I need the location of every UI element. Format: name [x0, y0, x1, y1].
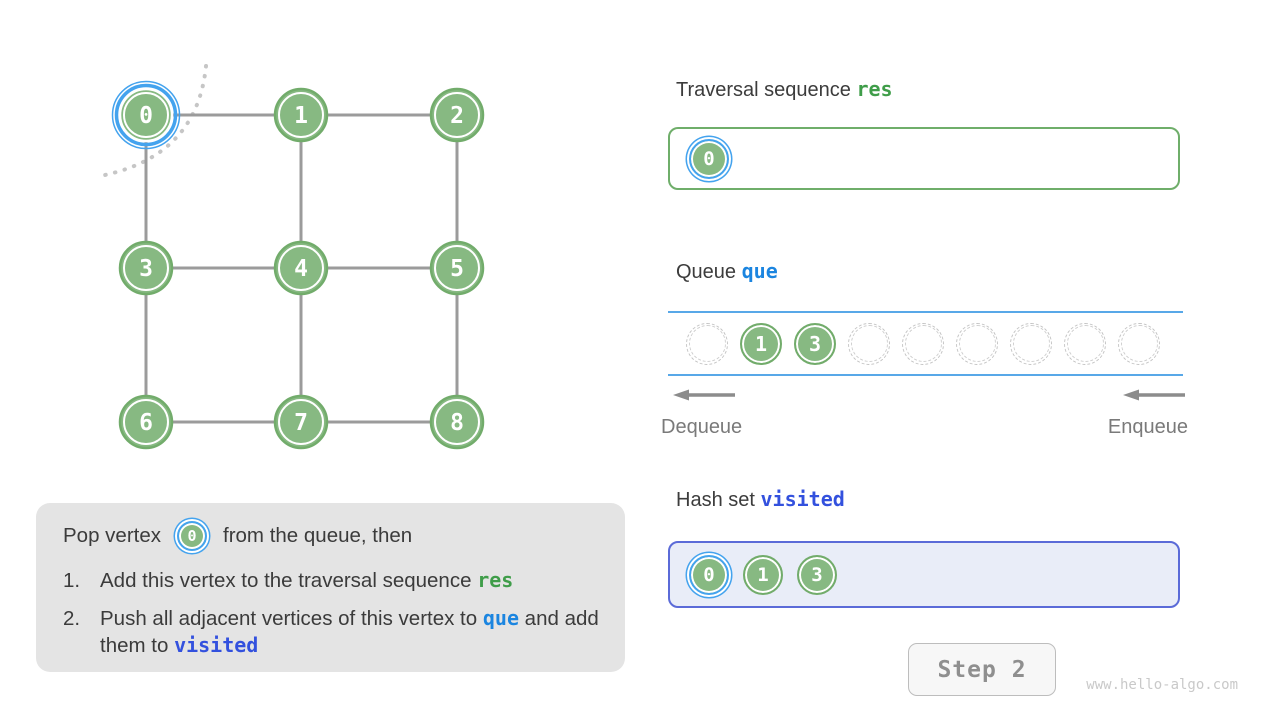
graph-vertex-6: 6 [118, 394, 174, 450]
traversal-sequence-box: 0 [668, 127, 1180, 190]
item2-code-que: que [482, 606, 519, 630]
graph-vertex-label: 0 [139, 103, 153, 129]
visited-title-text: Hash set [676, 489, 755, 511]
step-button[interactable]: Step 2 [908, 643, 1056, 696]
item1-body: Add this vertex to the traversal sequenc… [100, 567, 605, 594]
explanation-line1: Pop vertex 0 from the queue, then [63, 520, 605, 552]
graph-vertex-label: 4 [294, 256, 308, 282]
graph-vertex-8: 8 [429, 394, 485, 450]
item2-number: 2. [63, 607, 81, 630]
item2-text-a: Push all adjacent vertices of this verte… [100, 607, 483, 630]
queue-empty-slot-4 [902, 322, 944, 365]
explanation-list: 1. Add this vertex to the traversal sequ… [63, 567, 605, 659]
dequeue-arrow-icon [673, 389, 735, 401]
queue-arrow-labels: Dequeue Enqueue [661, 416, 1188, 439]
graph-vertex-2: 2 [429, 87, 485, 143]
visited-item-3: 3 [797, 554, 837, 595]
explanation-vertex-0: 0 [177, 521, 207, 551]
graph-vertex-label: 1 [294, 103, 308, 129]
graph-vertex-label: 2 [450, 103, 464, 129]
queue-item-3: 3 [794, 322, 836, 365]
graph-vertex-7: 7 [273, 394, 329, 450]
queue-empty-slot-6 [1010, 322, 1052, 365]
res-section-title: Traversal sequence res [676, 77, 893, 102]
explanation-line1-prefix: Pop vertex [63, 524, 161, 547]
queue-empty-slot-0 [686, 322, 728, 365]
enqueue-arrow-icon [1123, 389, 1185, 401]
graph-vertex-3: 3 [118, 240, 174, 296]
item1-code-res: res [477, 568, 514, 592]
graph-vertices: 0 1 2 3 4 5 6 7 8 [111, 80, 485, 450]
queue-section-title: Queue que [676, 259, 778, 284]
explanation-item-2: 2. Push all adjacent vertices of this ve… [63, 605, 605, 659]
graph-vertex-0: 0 [111, 80, 181, 150]
queue-empty-slot-5 [956, 322, 998, 365]
dequeue-label: Dequeue [661, 416, 743, 438]
queue-title-text: Queue [676, 261, 737, 283]
res-item-0: 0 [689, 138, 729, 179]
queue-item-1: 1 [740, 322, 782, 365]
graph-vertex-4: 4 [273, 240, 329, 296]
queue-empty-slot-7 [1064, 322, 1106, 365]
queue-empty-slot-3 [848, 322, 890, 365]
graph-vertex-label: 5 [450, 256, 464, 282]
enqueue-label: Enqueue [1107, 416, 1188, 438]
graph-vertex-label: 3 [139, 256, 153, 282]
graph-panel: 0 1 2 3 4 5 6 7 8 [98, 64, 485, 450]
explanation-box: Pop vertex 0 from the queue, then 1. Add… [36, 503, 625, 672]
highlight-arc-icon [98, 64, 208, 178]
queue-arrows [661, 388, 1188, 402]
item1-text: Add this vertex to the traversal sequenc… [100, 569, 478, 592]
explanation-line1-suffix: from the queue, then [223, 524, 413, 547]
res-code-label: res [856, 77, 893, 101]
graph-vertex-1: 1 [273, 87, 329, 143]
watermark: www.hello-algo.com [1086, 677, 1238, 693]
visited-item-1: 1 [743, 554, 783, 595]
explanation-item-1: 1. Add this vertex to the traversal sequ… [63, 567, 605, 594]
graph-vertex-label: 7 [294, 410, 308, 436]
queue-empty-slot-8 [1118, 322, 1160, 365]
res-title-text: Traversal sequence [676, 79, 851, 101]
queue-code-label: que [741, 259, 778, 283]
visited-item-0: 0 [689, 554, 729, 595]
item2-body: Push all adjacent vertices of this verte… [100, 605, 605, 659]
visited-code-label: visited [760, 487, 845, 511]
item2-text-b: and add them to [100, 607, 599, 657]
item1-number: 1. [63, 569, 81, 592]
graph-vertex-label: 8 [450, 410, 464, 436]
graph-vertex-5: 5 [429, 240, 485, 296]
visited-section-title: Hash set visited [676, 487, 845, 512]
graph-vertex-label: 6 [139, 410, 153, 436]
item2-code-visited: visited [174, 633, 259, 657]
